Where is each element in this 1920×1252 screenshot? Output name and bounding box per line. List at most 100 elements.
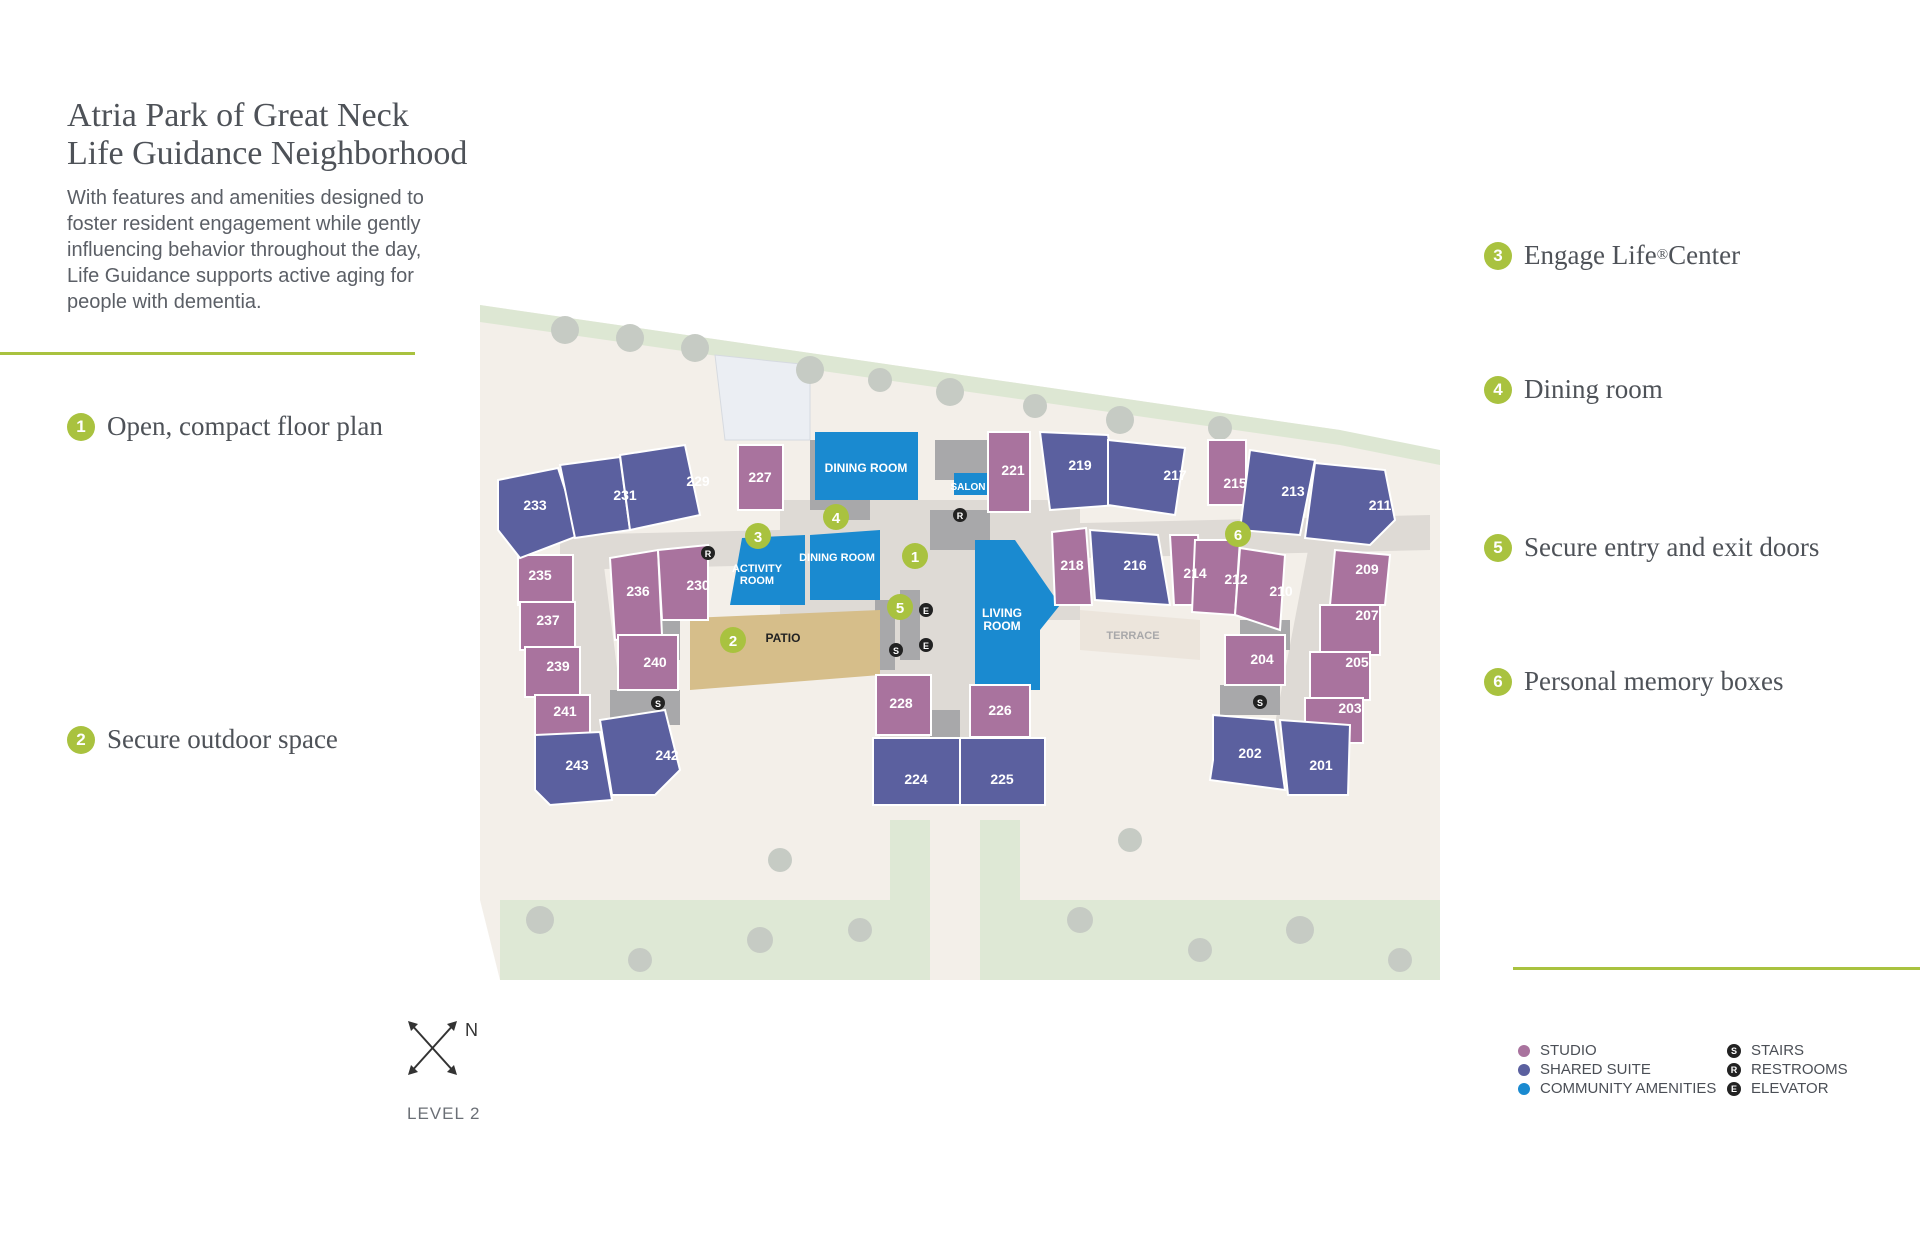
svg-text:S: S [893, 646, 899, 656]
floor-plan-map: 233 231 229 227 DINING ROOM 221 SALON 21… [480, 305, 1440, 980]
svg-text:212: 212 [1224, 571, 1248, 587]
map-marker-3: 3 [745, 523, 771, 549]
legend-studio: STUDIO [1518, 1041, 1716, 1060]
page-title: Atria Park of Great Neck Life Guidance N… [67, 97, 467, 173]
svg-text:221: 221 [1001, 462, 1025, 478]
svg-text:241: 241 [553, 703, 577, 719]
stairs-icon: S [1727, 1043, 1741, 1058]
feature-label-6: Personal memory boxes [1524, 666, 1784, 696]
trees [526, 316, 1412, 972]
map-symbols: R R E E S S S [651, 508, 1267, 710]
map-marker-5: 5 [887, 594, 913, 620]
elevator-icon: E [1727, 1081, 1741, 1096]
svg-text:4: 4 [832, 510, 841, 527]
svg-text:226: 226 [988, 702, 1012, 718]
registered-mark: ® [1656, 247, 1669, 263]
svg-text:224: 224 [904, 771, 928, 787]
svg-text:242: 242 [655, 747, 679, 763]
restroom-icon: R [1727, 1062, 1741, 1077]
legend-community: COMMUNITY AMENITIES [1518, 1079, 1716, 1098]
svg-text:DINING ROOM: DINING ROOM [825, 461, 908, 475]
divider-right [1513, 967, 1920, 970]
svg-text:236: 236 [626, 583, 650, 599]
svg-text:237: 237 [536, 612, 560, 628]
svg-text:LIVING: LIVING [982, 606, 1022, 620]
svg-text:6: 6 [1234, 527, 1242, 544]
svg-text:243: 243 [565, 757, 589, 773]
feature-markers: 1 2 3 4 5 6 [720, 504, 1251, 653]
svg-text:E: E [923, 606, 929, 616]
compass-arrows-icon: N [408, 1020, 478, 1075]
map-marker-1: 1 [902, 543, 928, 569]
elevator-icon: E [919, 603, 933, 617]
compass-north-label: N [465, 1020, 478, 1040]
community-dot-icon [1518, 1082, 1530, 1095]
svg-text:233: 233 [523, 497, 547, 513]
svg-text:207: 207 [1355, 607, 1379, 623]
level-label: LEVEL 2 [407, 1104, 481, 1123]
studio-dot-icon [1518, 1044, 1530, 1057]
svg-text:211: 211 [1369, 497, 1392, 513]
legend-units: STUDIO SHARED SUITE COMMUNITY AMENITIES [1518, 1041, 1716, 1098]
feature-number-5: 5 [1484, 533, 1512, 562]
svg-text:214: 214 [1183, 565, 1207, 581]
feature-1: 1 Open, compact floor plan [67, 411, 383, 442]
svg-text:228: 228 [889, 695, 913, 711]
feature-5: 5 Secure entry and exit doors [1484, 532, 1819, 563]
community-rooms [730, 432, 1060, 690]
stairs-icon: S [889, 643, 903, 657]
svg-text:ROOM: ROOM [740, 575, 774, 587]
svg-text:ROOM: ROOM [983, 619, 1020, 633]
map-marker-2: 2 [720, 627, 746, 653]
svg-text:ACTIVITY: ACTIVITY [732, 563, 783, 575]
svg-text:5: 5 [896, 600, 904, 617]
svg-text:S: S [1257, 698, 1263, 708]
title-line-2: Life Guidance Neighborhood [67, 135, 468, 172]
shared-suite-dot-icon [1518, 1063, 1530, 1076]
room-labels: 233 231 229 227 DINING ROOM 221 SALON 21… [523, 457, 1391, 787]
feature-number-6: 6 [1484, 667, 1512, 696]
feature-number-4: 4 [1484, 375, 1512, 404]
svg-text:S: S [655, 699, 661, 709]
svg-text:240: 240 [643, 654, 667, 670]
svg-text:229: 229 [686, 473, 710, 489]
svg-text:210: 210 [1269, 583, 1293, 599]
restroom-icon: R [953, 508, 967, 522]
feature-6: 6 Personal memory boxes [1484, 666, 1783, 697]
svg-text:TERRACE: TERRACE [1106, 630, 1159, 642]
svg-text:217: 217 [1163, 467, 1187, 483]
feature-4: 4 Dining room [1484, 374, 1663, 405]
svg-text:2: 2 [729, 633, 737, 650]
svg-text:225: 225 [990, 771, 1014, 787]
elevator-icon: E [919, 638, 933, 652]
feature-number-3: 3 [1484, 241, 1512, 270]
svg-text:216: 216 [1123, 557, 1147, 573]
divider-left [0, 352, 415, 355]
restroom-icon: R [701, 546, 715, 560]
svg-text:PATIO: PATIO [766, 631, 801, 645]
svg-text:230: 230 [686, 577, 710, 593]
svg-text:204: 204 [1250, 651, 1274, 667]
feature-label-5: Secure entry and exit doors [1524, 532, 1820, 562]
feature-label-3: Engage Life [1524, 240, 1657, 270]
svg-text:203: 203 [1338, 700, 1362, 716]
site-background [480, 305, 1440, 980]
svg-text:239: 239 [546, 658, 570, 674]
feature-number-1: 1 [67, 412, 95, 441]
svg-text:202: 202 [1238, 745, 1262, 761]
stairs-icon: S [651, 696, 665, 710]
svg-text:218: 218 [1060, 557, 1084, 573]
svg-text:201: 201 [1309, 757, 1333, 773]
svg-text:R: R [705, 549, 712, 559]
svg-text:1: 1 [911, 549, 919, 566]
svg-text:231: 231 [613, 487, 637, 503]
feature-label-1: Open, compact floor plan [107, 411, 383, 441]
svg-text:SALON: SALON [951, 482, 986, 493]
svg-text:213: 213 [1281, 483, 1305, 499]
map-marker-6: 6 [1225, 521, 1251, 547]
svg-text:235: 235 [528, 567, 552, 583]
shared-suite-units [497, 430, 1397, 807]
